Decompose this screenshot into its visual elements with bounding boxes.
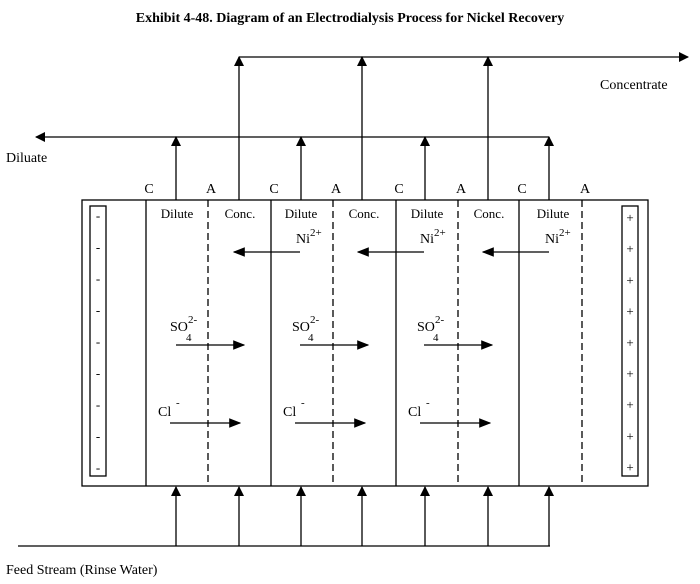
compartment-label-dilute: Dilute	[537, 206, 570, 221]
svg-text:Cl: Cl	[283, 405, 296, 420]
cathode-sign: -	[96, 397, 100, 412]
svg-text:2+: 2+	[310, 227, 322, 239]
cathode-sign-group: - - - - - - - - -	[96, 208, 100, 475]
anode-sign: +	[626, 304, 633, 319]
anode-sign: +	[626, 366, 633, 381]
svg-text:-: -	[176, 397, 180, 409]
sulfate-ion-label: SO 4 2-	[417, 314, 445, 344]
membrane-label: A	[580, 182, 591, 197]
anode-sign: +	[626, 210, 633, 225]
cathode-sign: -	[96, 240, 100, 255]
svg-text:Ni: Ni	[545, 232, 559, 247]
cathode-electrode	[89, 205, 107, 477]
cathode-sign: -	[96, 271, 100, 286]
cathode-sign: -	[96, 460, 100, 475]
svg-text:2-: 2-	[435, 314, 445, 326]
compartment-label-dilute: Dilute	[411, 206, 444, 221]
chloride-ion-label: Cl -	[158, 397, 180, 420]
svg-text:Ni: Ni	[420, 232, 434, 247]
svg-text:Ni: Ni	[296, 232, 310, 247]
svg-text:SO: SO	[417, 320, 435, 335]
chloride-ion-label: Cl -	[283, 397, 305, 420]
feed-stream-label: Feed Stream (Rinse Water)	[6, 563, 158, 578]
membrane-label: A	[206, 182, 217, 197]
chloride-ion-label: Cl -	[408, 397, 430, 420]
svg-text:Cl: Cl	[158, 405, 171, 420]
membrane-label: A	[331, 182, 342, 197]
cathode-sign: -	[96, 366, 100, 381]
svg-text:Cl: Cl	[408, 405, 421, 420]
membrane-label: C	[269, 182, 278, 197]
compartment-label-concentrate: Conc.	[474, 206, 505, 221]
membrane-label: C	[144, 182, 153, 197]
membrane-label: C	[517, 182, 526, 197]
svg-text:2-: 2-	[188, 314, 198, 326]
svg-text:4: 4	[186, 332, 192, 344]
anode-sign-group: + + + + + + + + +	[626, 210, 633, 475]
svg-text:-: -	[301, 397, 305, 409]
svg-text:2+: 2+	[434, 227, 446, 239]
membrane-label: A	[456, 182, 467, 197]
compartment-label-concentrate: Conc.	[349, 206, 380, 221]
diagram-title: Exhibit 4-48. Diagram of an Electrodialy…	[136, 11, 565, 26]
svg-text:2-: 2-	[310, 314, 320, 326]
compartment-label-dilute: Dilute	[161, 206, 194, 221]
svg-text:SO: SO	[292, 320, 310, 335]
nickel-ion-label: Ni 2+	[420, 227, 446, 247]
cathode-sign: -	[96, 334, 100, 349]
svg-text:SO: SO	[170, 320, 188, 335]
cathode-sign: -	[96, 429, 100, 444]
svg-text:2+: 2+	[559, 227, 571, 239]
svg-text:4: 4	[433, 332, 439, 344]
diluate-label: Diluate	[6, 151, 47, 166]
membrane-label: C	[394, 182, 403, 197]
compartment-label-concentrate: Conc.	[225, 206, 256, 221]
anode-electrode	[621, 205, 639, 477]
sulfate-ion-label: SO 4 2-	[170, 314, 198, 344]
anode-sign: +	[626, 397, 633, 412]
svg-text:-: -	[426, 397, 430, 409]
concentrate-label: Concentrate	[600, 78, 668, 93]
compartment-label-dilute: Dilute	[285, 206, 318, 221]
anode-sign: +	[626, 335, 633, 350]
cathode-sign: -	[96, 208, 100, 223]
anode-sign: +	[626, 428, 633, 443]
anode-sign: +	[626, 460, 633, 475]
cathode-sign: -	[96, 303, 100, 318]
cell-stack-outline	[81, 199, 649, 487]
sulfate-ion-label: SO 4 2-	[292, 314, 320, 344]
nickel-ion-label: Ni 2+	[296, 227, 322, 247]
anode-sign: +	[626, 241, 633, 256]
anode-sign: +	[626, 272, 633, 287]
svg-text:4: 4	[308, 332, 314, 344]
nickel-ion-label: Ni 2+	[545, 227, 571, 247]
